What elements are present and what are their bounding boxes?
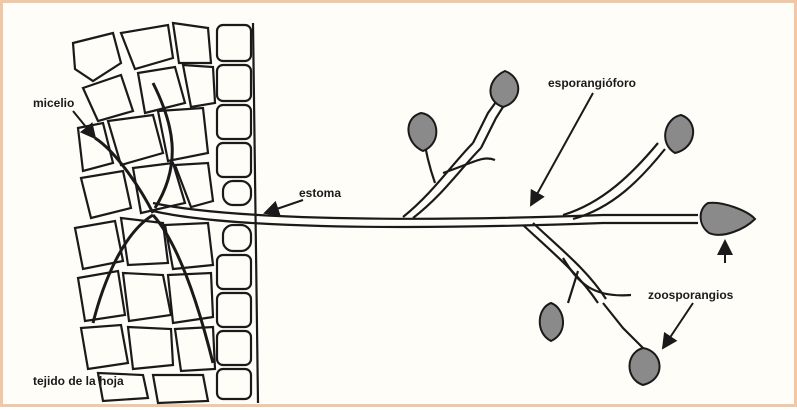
sporangium xyxy=(490,71,518,107)
sporangium xyxy=(630,348,660,385)
sporangium xyxy=(408,113,436,151)
zoosporangia xyxy=(408,71,755,385)
sporangiophore-diagram: micelio estoma esporangióforo zoosporang… xyxy=(3,3,797,410)
label-esporangioforo: esporangióforo xyxy=(548,76,636,90)
sporangium xyxy=(701,203,755,235)
label-micelio: micelio xyxy=(33,96,74,110)
sporangium xyxy=(665,115,693,153)
label-estoma: estoma xyxy=(299,186,341,200)
leaf-tissue xyxy=(73,23,215,403)
label-tejido-de-la-hoja: tejido de la hoja xyxy=(33,374,124,388)
label-zoosporangios: zoosporangios xyxy=(648,288,734,302)
sporangium xyxy=(540,303,563,341)
